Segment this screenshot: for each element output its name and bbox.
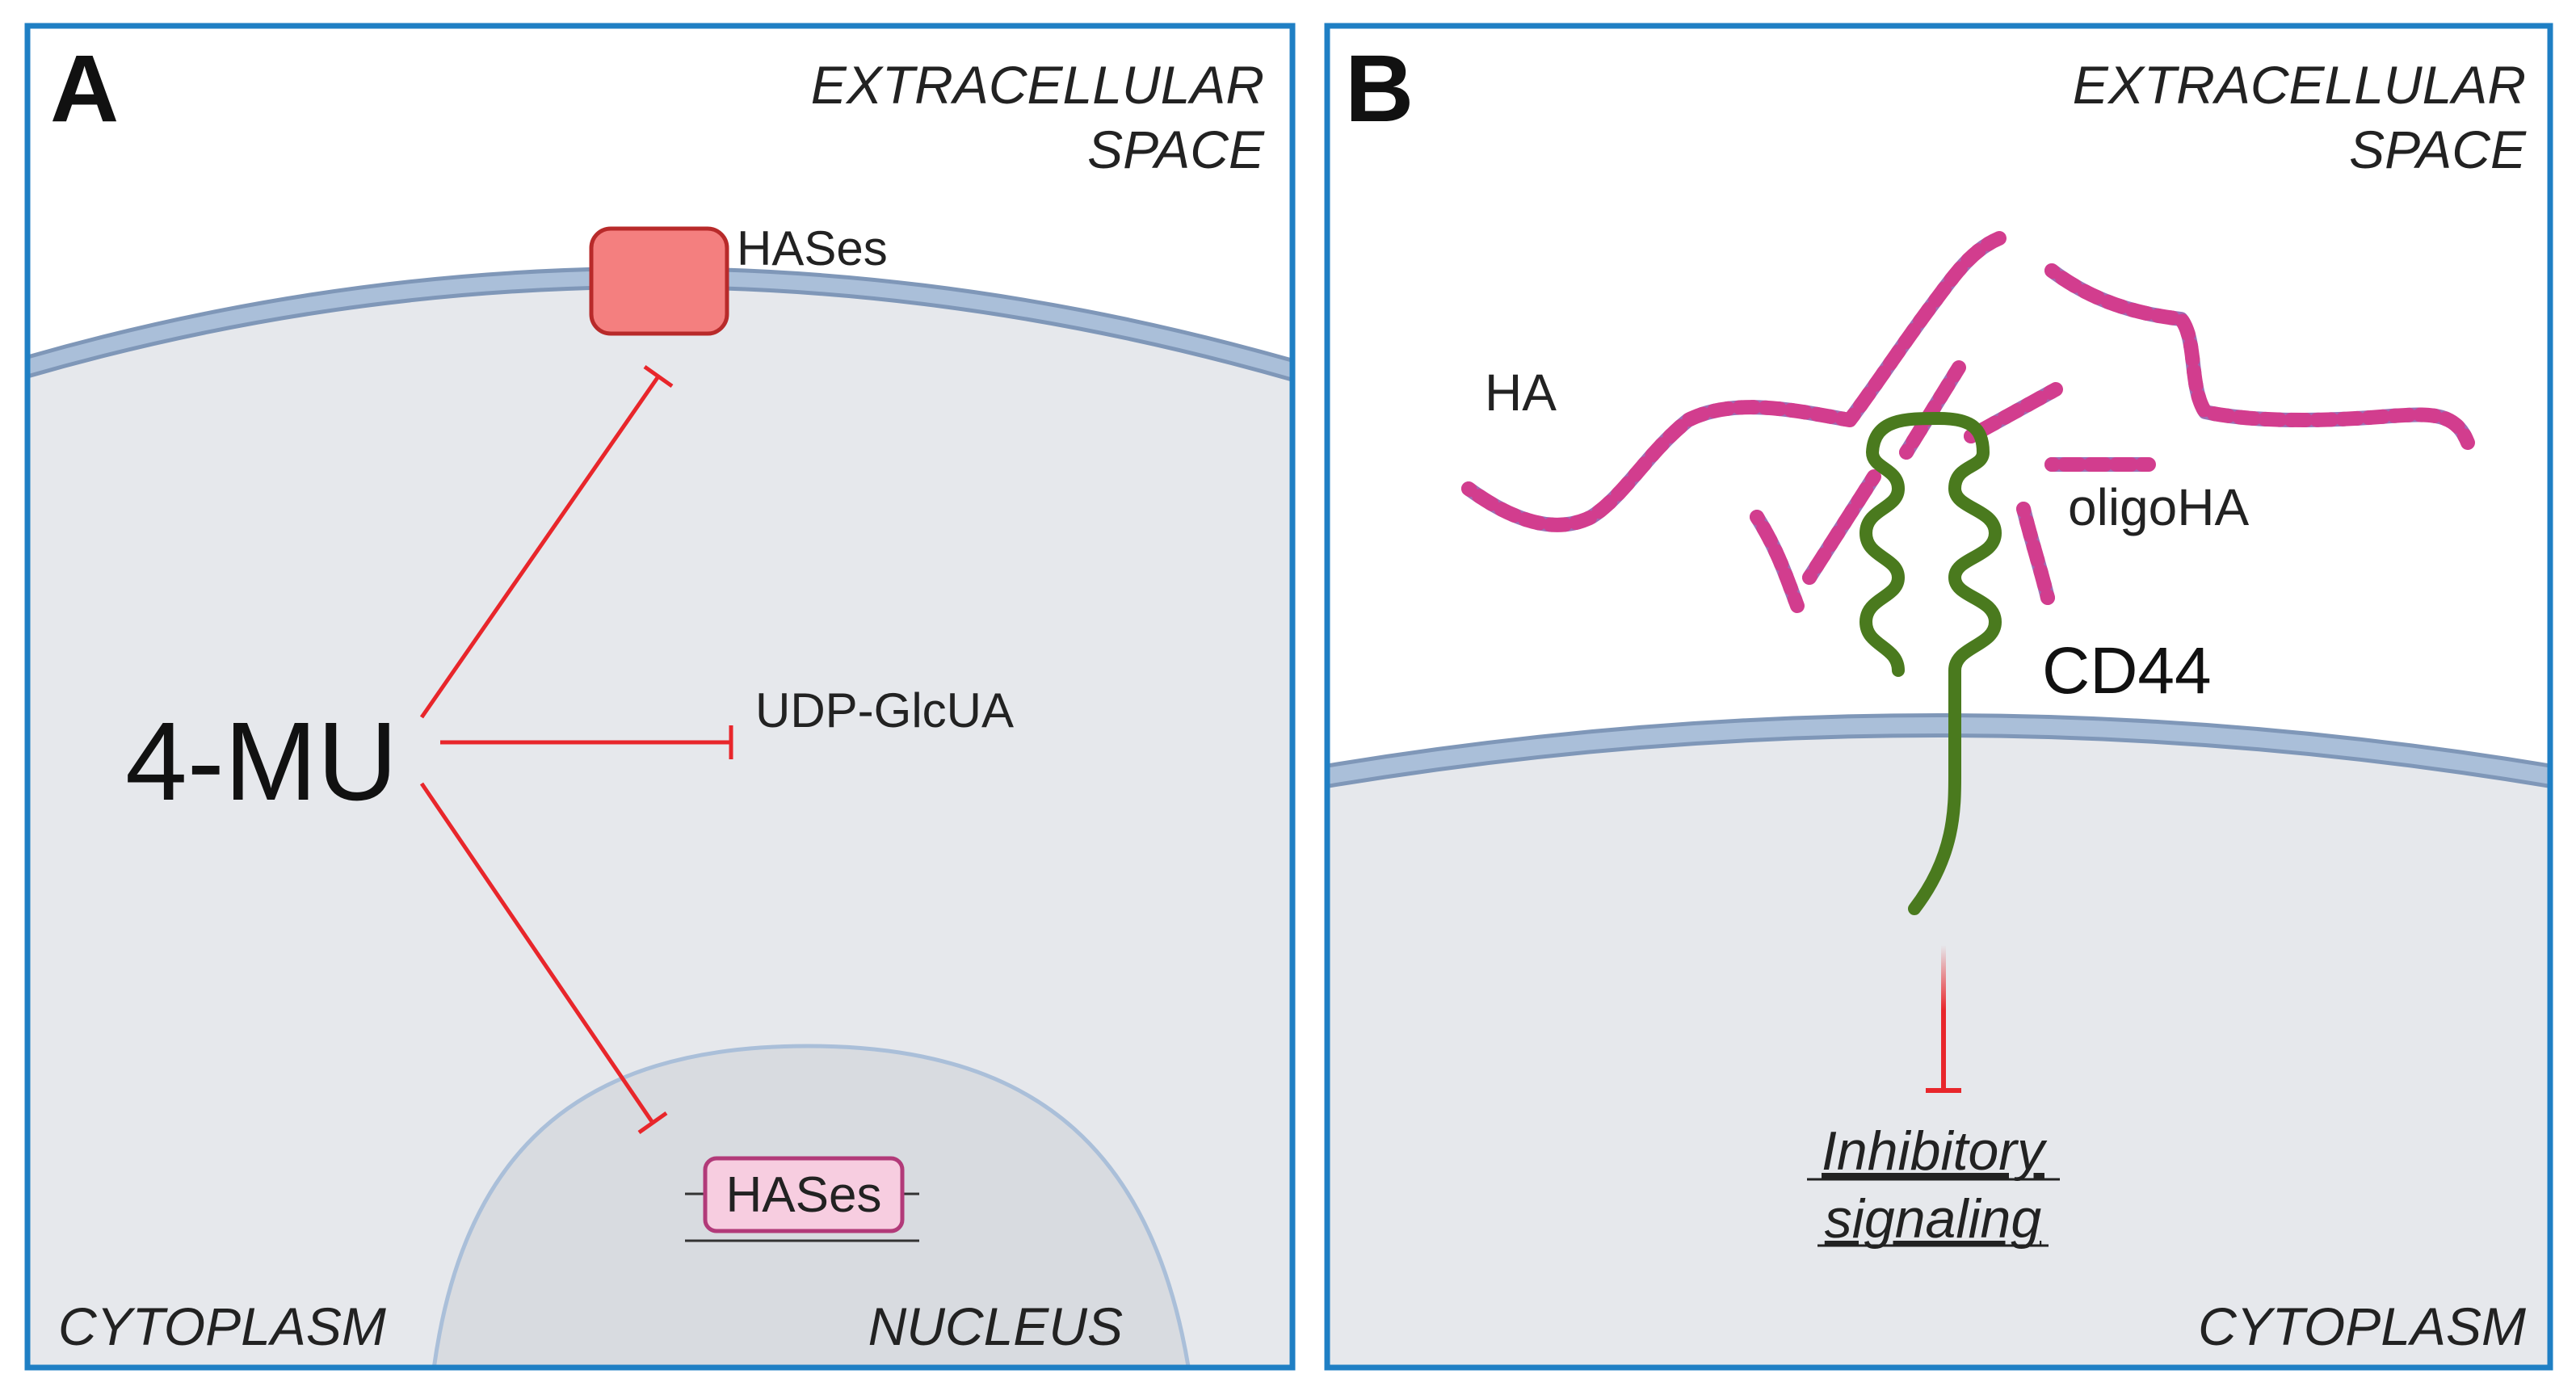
nucleus-label: NUCLEUS <box>868 1296 1123 1356</box>
ha-label: HA <box>1485 363 1557 422</box>
panel-b-letter: B <box>1345 36 1414 142</box>
hases-gene-box <box>703 1156 905 1233</box>
inhibitory-label-1: Inhibitory <box>1822 1120 2048 1182</box>
panel-b-frame <box>1324 23 2553 1371</box>
cytoplasm-label-b: CYTOPLASM <box>2198 1296 2526 1356</box>
extracellular-label-b-2: SPACE <box>2349 120 2527 179</box>
panel-b: B EXTRACELLULAR SPACE HA oligoHA CD44 In… <box>1324 23 2553 1371</box>
inhibitory-label-2: signaling <box>1825 1188 2042 1250</box>
cd44-receptor <box>1860 412 2002 915</box>
cytoplasm-label-a: CYTOPLASM <box>58 1296 386 1356</box>
panel-a-frame <box>24 23 1296 1371</box>
hases-membrane-label: HASes <box>737 221 888 275</box>
cell-cytoplasm-b <box>1327 731 2550 1368</box>
oligoha-label: oligoHA <box>2068 478 2249 536</box>
hases-protein <box>589 226 729 336</box>
extracellular-label-a-1: EXTRACELLULAR <box>811 55 1264 115</box>
panel-a-letter: A <box>50 36 119 142</box>
hases-gene-label: HASes <box>726 1167 882 1223</box>
drug-label: 4-MU <box>125 700 397 824</box>
ha-chains <box>1461 231 2475 613</box>
extracellular-label-b-1: EXTRACELLULAR <box>2073 55 2526 115</box>
cd44-label: CD44 <box>2042 634 2212 708</box>
udp-glcua-label: UDP-GlcUA <box>755 683 1014 737</box>
inhibition-lines-a <box>419 364 733 1135</box>
extracellular-label-a-2: SPACE <box>1087 120 1265 179</box>
panel-a: A EXTRACELLULAR SPACE HASes 4-MU UDP-Glc… <box>24 23 1296 1371</box>
signal-fade-bar <box>1941 945 1946 1090</box>
